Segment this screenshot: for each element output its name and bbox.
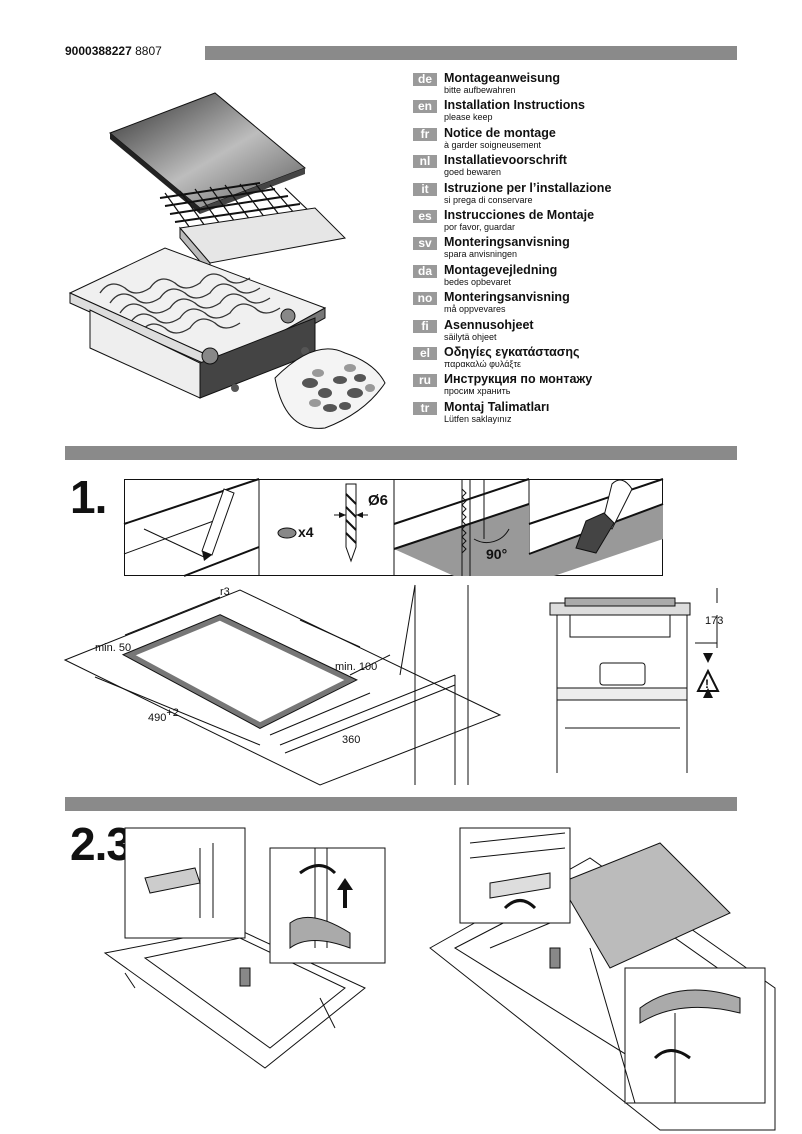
pot-icon bbox=[599, 662, 646, 686]
min-50-label: min. 50 bbox=[95, 642, 131, 654]
language-title: Monteringsanvisning bbox=[444, 290, 570, 305]
drill-diameter: Ø6 bbox=[368, 492, 388, 509]
brush-icon bbox=[528, 478, 664, 576]
screws-count: x4 bbox=[298, 524, 314, 540]
language-title: Montaj Talimatları bbox=[444, 399, 550, 414]
language-subtitle: bedes opbevaret bbox=[444, 276, 512, 287]
language-subtitle: si prega di conservare bbox=[444, 194, 533, 205]
language-subtitle: por favor, guardar bbox=[444, 221, 516, 232]
angle-label: 90° bbox=[486, 546, 507, 562]
language-code: nl bbox=[413, 155, 437, 169]
pencil-icon bbox=[123, 478, 260, 577]
language-title: Οδηγίες εγκατάστασης bbox=[444, 344, 580, 359]
language-subtitle: må oppvevares bbox=[444, 304, 506, 315]
language-title: Instrucciones de Montaje bbox=[444, 207, 595, 222]
section-divider-1 bbox=[65, 446, 737, 460]
language-code: es bbox=[413, 209, 437, 223]
language-title: Installation Instructions bbox=[444, 98, 585, 113]
language-subtitle: просим хранить bbox=[444, 386, 511, 397]
height-label: 173 bbox=[705, 615, 723, 627]
language-title: Montagevejledning bbox=[444, 262, 558, 277]
document-number: 9000388227 8807 bbox=[65, 44, 162, 58]
language-title: Инструкция по монтажу bbox=[444, 372, 593, 387]
clamp-installation-left bbox=[103, 827, 386, 1069]
hob-exploded-illustration bbox=[68, 92, 386, 429]
language-title: Montageanweisung bbox=[444, 71, 560, 85]
language-title: Istruzione per l’installazione bbox=[444, 180, 612, 195]
language-code: da bbox=[413, 264, 437, 278]
drill-bit-icon bbox=[277, 483, 368, 563]
radius-label: r3 bbox=[220, 586, 230, 598]
clamp-installation-right bbox=[429, 827, 776, 1131]
language-code: it bbox=[413, 182, 437, 196]
language-code: tr bbox=[413, 401, 437, 415]
saw-icon bbox=[393, 478, 530, 576]
language-code: fi bbox=[413, 319, 437, 333]
language-subtitle: bitte aufbewahren bbox=[444, 85, 516, 95]
language-title: Notice de montage bbox=[444, 125, 556, 140]
cabinet-side-view: ! 173 bbox=[549, 588, 723, 773]
step-1-label: 1. bbox=[70, 471, 107, 523]
language-code: de bbox=[413, 73, 437, 86]
cutout-dimension-drawing: r3 min. 50 min. 100 490+2 360 bbox=[63, 584, 502, 786]
language-subtitle: säilytä ohjeet bbox=[444, 331, 497, 342]
language-subtitle: à garder soigneusement bbox=[444, 139, 542, 150]
depth-label: 360 bbox=[342, 734, 360, 746]
language-title: Monteringsanvisning bbox=[444, 235, 570, 250]
language-title: Installatievoorschrift bbox=[444, 153, 567, 168]
language-code: fr bbox=[413, 127, 437, 141]
svg-text:!: ! bbox=[705, 677, 709, 691]
language-subtitle: spara anvisningen bbox=[444, 249, 518, 260]
min-100-label: min. 100 bbox=[335, 661, 377, 673]
step-1-panels: x4 Ø6 90° bbox=[123, 478, 664, 577]
section-divider-2 bbox=[65, 797, 737, 811]
language-subtitle: goed bewaren bbox=[444, 167, 502, 178]
language-code: ru bbox=[413, 374, 437, 388]
width-label: 490+2 bbox=[148, 707, 179, 724]
language-title: Asennusohjeet bbox=[444, 317, 534, 332]
language-subtitle: παρακαλώ φυλάξτε bbox=[444, 358, 522, 369]
language-code: sv bbox=[413, 237, 437, 251]
language-subtitle: Lütfen saklayınız bbox=[444, 413, 512, 424]
language-code: en bbox=[413, 100, 437, 114]
header-bar bbox=[205, 46, 737, 60]
language-subtitle: please keep bbox=[444, 112, 493, 123]
language-code: no bbox=[413, 292, 437, 306]
language-code: el bbox=[413, 346, 437, 360]
